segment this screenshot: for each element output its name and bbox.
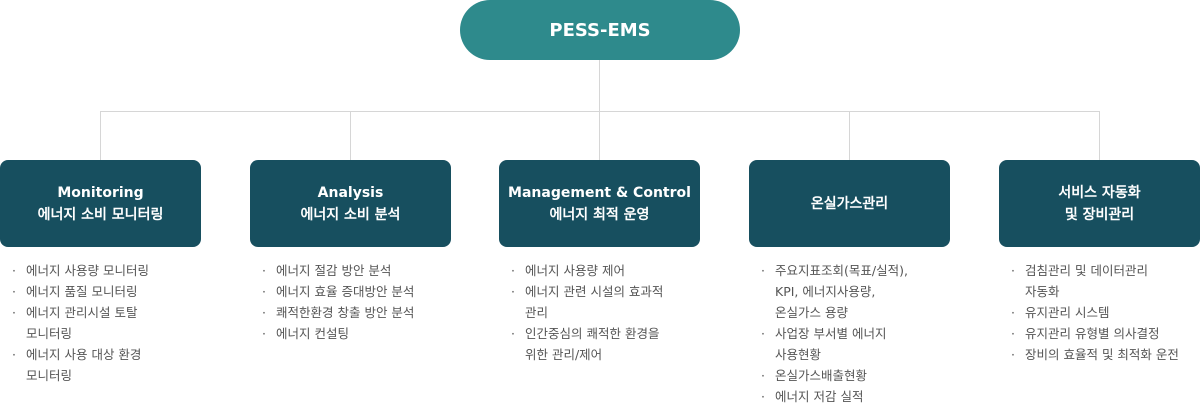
list-item: 인간중심의 쾌적한 환경을 위한 관리/제어 bbox=[503, 323, 699, 365]
list-item: 에너지 사용량 제어 bbox=[503, 260, 699, 281]
list-item: 주요지표조회(목표/실적), KPI, 에너지사용량, 온실가스 용량 bbox=[753, 260, 949, 323]
list-item: 에너지 컨설팅 bbox=[254, 323, 450, 344]
root-connector bbox=[599, 60, 600, 111]
node-title: 서비스 자동화 bbox=[1058, 184, 1141, 201]
node-subtitle: 에너지 소비 분석 bbox=[300, 206, 401, 223]
node-connector-3 bbox=[599, 111, 600, 160]
node-connector-1 bbox=[100, 111, 101, 160]
list-item: 검침관리 및 데이터관리 자동화 bbox=[1003, 260, 1199, 302]
list-item: 에너지 저감 실적 bbox=[753, 386, 949, 407]
list-item: 에너지 사용량 모니터링 bbox=[4, 260, 200, 281]
list-item: 온실가스배출현황 bbox=[753, 365, 949, 386]
node-title: Analysis bbox=[317, 184, 384, 201]
node-ghg-management: 온실가스관리 bbox=[749, 160, 950, 247]
list-item: 에너지 사용 대상 환경 모니터링 bbox=[4, 344, 200, 386]
list-item: 에너지 품질 모니터링 bbox=[4, 281, 200, 302]
node-subtitle: 에너지 소비 모니터링 bbox=[37, 206, 164, 223]
node-monitoring: Monitoring 에너지 소비 모니터링 bbox=[0, 160, 201, 247]
root-label: PESS-EMS bbox=[549, 19, 651, 41]
root-node: PESS-EMS bbox=[460, 0, 740, 60]
node-connector-4 bbox=[849, 111, 850, 160]
list-item: 에너지 절감 방안 분석 bbox=[254, 260, 450, 281]
node-management-control: Management & Control 에너지 최적 운영 bbox=[499, 160, 700, 247]
node-title: 온실가스관리 bbox=[810, 195, 889, 212]
ghg-item-list: 주요지표조회(목표/실적), KPI, 에너지사용량, 온실가스 용량 사업장 … bbox=[753, 260, 949, 407]
node-connector-5 bbox=[1099, 111, 1100, 160]
node-analysis: Analysis 에너지 소비 분석 bbox=[250, 160, 451, 247]
list-item: 에너지 효율 증대방안 분석 bbox=[254, 281, 450, 302]
node-title: Management & Control bbox=[508, 184, 691, 201]
node-subtitle: 에너지 최적 운영 bbox=[549, 206, 650, 223]
list-item: 에너지 관리시설 토탈 모니터링 bbox=[4, 302, 200, 344]
analysis-item-list: 에너지 절감 방안 분석 에너지 효율 증대방안 분석 쾌적한환경 창출 방안 … bbox=[254, 260, 450, 344]
list-item: 장비의 효율적 및 최적화 운전 bbox=[1003, 344, 1199, 365]
service-item-list: 검침관리 및 데이터관리 자동화 유지관리 시스템 유지관리 유형별 의사결정 … bbox=[1003, 260, 1199, 365]
list-item: 유지관리 유형별 의사결정 bbox=[1003, 323, 1199, 344]
list-item: 사업장 부서별 에너지 사용현황 bbox=[753, 323, 949, 365]
monitoring-item-list: 에너지 사용량 모니터링 에너지 품질 모니터링 에너지 관리시설 토탈 모니터… bbox=[4, 260, 200, 386]
branch-connector bbox=[100, 111, 1100, 112]
node-subtitle: 및 장비관리 bbox=[1064, 206, 1135, 223]
list-item: 유지관리 시스템 bbox=[1003, 302, 1199, 323]
node-title: Monitoring bbox=[57, 184, 144, 201]
list-item: 쾌적한환경 창출 방안 분석 bbox=[254, 302, 450, 323]
node-service-automation: 서비스 자동화 및 장비관리 bbox=[999, 160, 1200, 247]
node-connector-2 bbox=[350, 111, 351, 160]
management-item-list: 에너지 사용량 제어 에너지 관련 시설의 효과적 관리 인간중심의 쾌적한 환… bbox=[503, 260, 699, 365]
list-item: 에너지 관련 시설의 효과적 관리 bbox=[503, 281, 699, 323]
